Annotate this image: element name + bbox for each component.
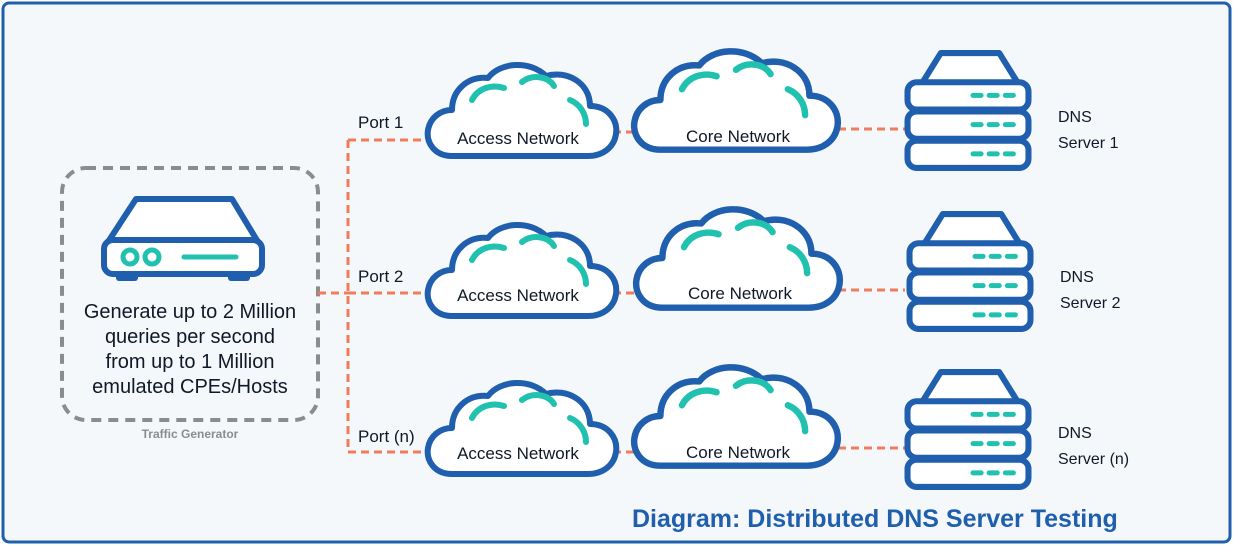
- core-network-label-3: Core Network: [686, 443, 790, 462]
- traffic-generator-label: Traffic Generator: [142, 427, 239, 441]
- dns-server-n-line1: DNS: [1058, 425, 1092, 442]
- port-2-label: Port 2: [358, 267, 403, 286]
- generator-line-4: emulated CPEs/Hosts: [92, 376, 288, 398]
- dns-server-n-line2: Server (n): [1058, 451, 1129, 468]
- port-n-label: Port (n): [358, 427, 415, 446]
- access-network-label-1: Access Network: [457, 129, 579, 148]
- generator-line-3: from up to 1 Million: [106, 351, 275, 373]
- generator-line-2: queries per second: [105, 326, 275, 348]
- dns-server-2-line2: Server 2: [1060, 295, 1121, 312]
- dns-server-2-line1: DNS: [1060, 269, 1094, 286]
- dns-server-1-line1: DNS: [1058, 109, 1092, 126]
- access-network-label-3: Access Network: [457, 444, 579, 463]
- access-network-label-2: Access Network: [457, 286, 579, 305]
- core-network-label-2: Core Network: [688, 284, 792, 303]
- port-links: [318, 127, 905, 454]
- core-network-label-1: Core Network: [686, 127, 790, 146]
- dns-server-1-line2: Server 1: [1058, 135, 1119, 152]
- generator-line-1: Generate up to 2 Million: [84, 301, 296, 323]
- traffic-generator-icon: [101, 196, 265, 281]
- diagram-caption: Diagram: Distributed DNS Server Testing: [632, 505, 1118, 533]
- port-1-label: Port 1: [358, 113, 403, 132]
